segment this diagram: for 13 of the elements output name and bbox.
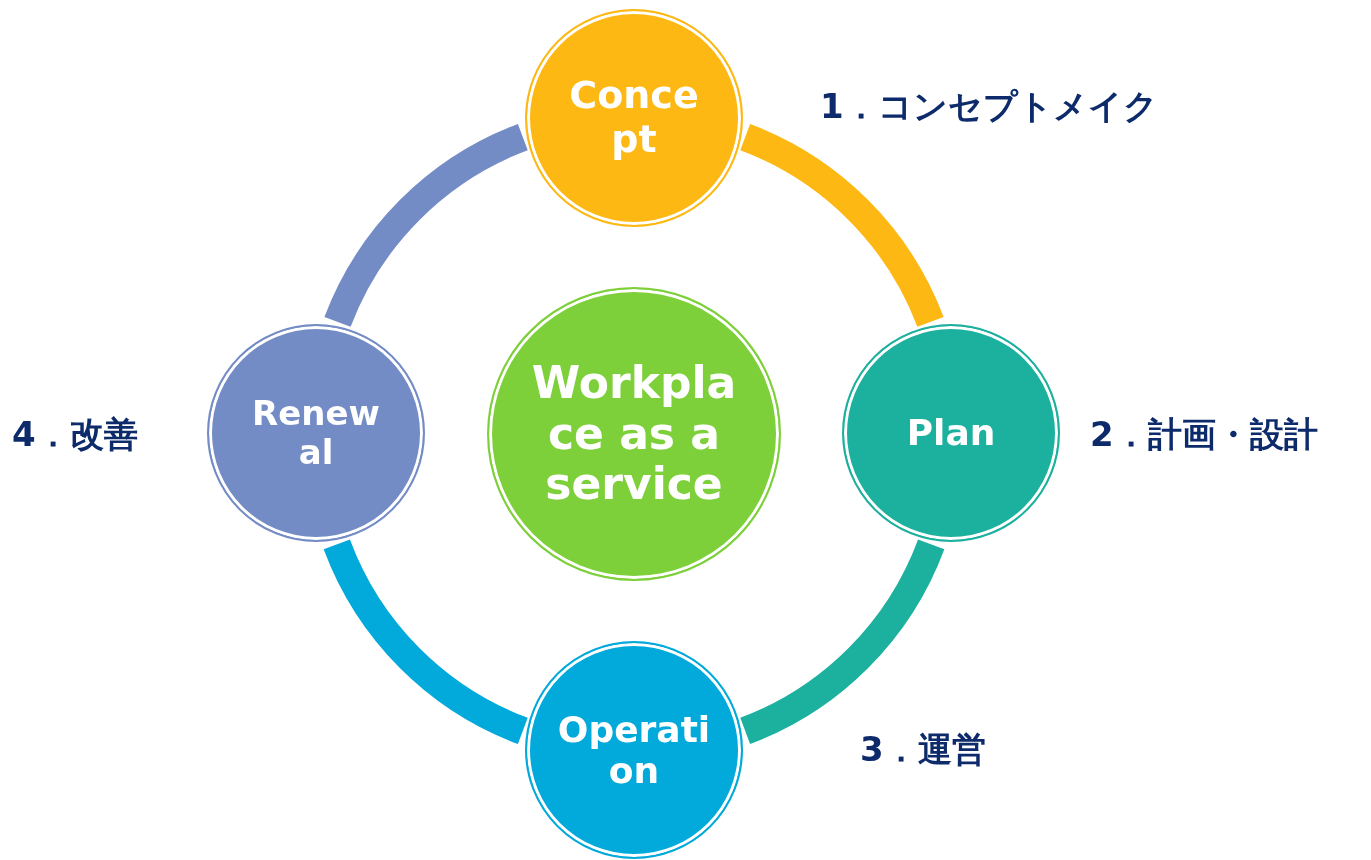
step-label: 2．計画・設計 [1090,413,1318,456]
node-label: Plan [905,412,997,454]
cycle-arc [739,124,944,328]
step-label: 3．運営 [860,728,986,771]
cycle-arc [324,538,529,744]
node-label: Workplace as a service [530,358,738,510]
cycle-arc [324,124,529,328]
step-label: 4．改善 [12,413,138,456]
step-label: 1．コンセプトメイク [820,85,1158,128]
node-label: Concept [568,74,700,162]
node-label: Operation [556,708,712,792]
cycle-arc [739,538,944,744]
node-label: Renewal [251,393,381,473]
